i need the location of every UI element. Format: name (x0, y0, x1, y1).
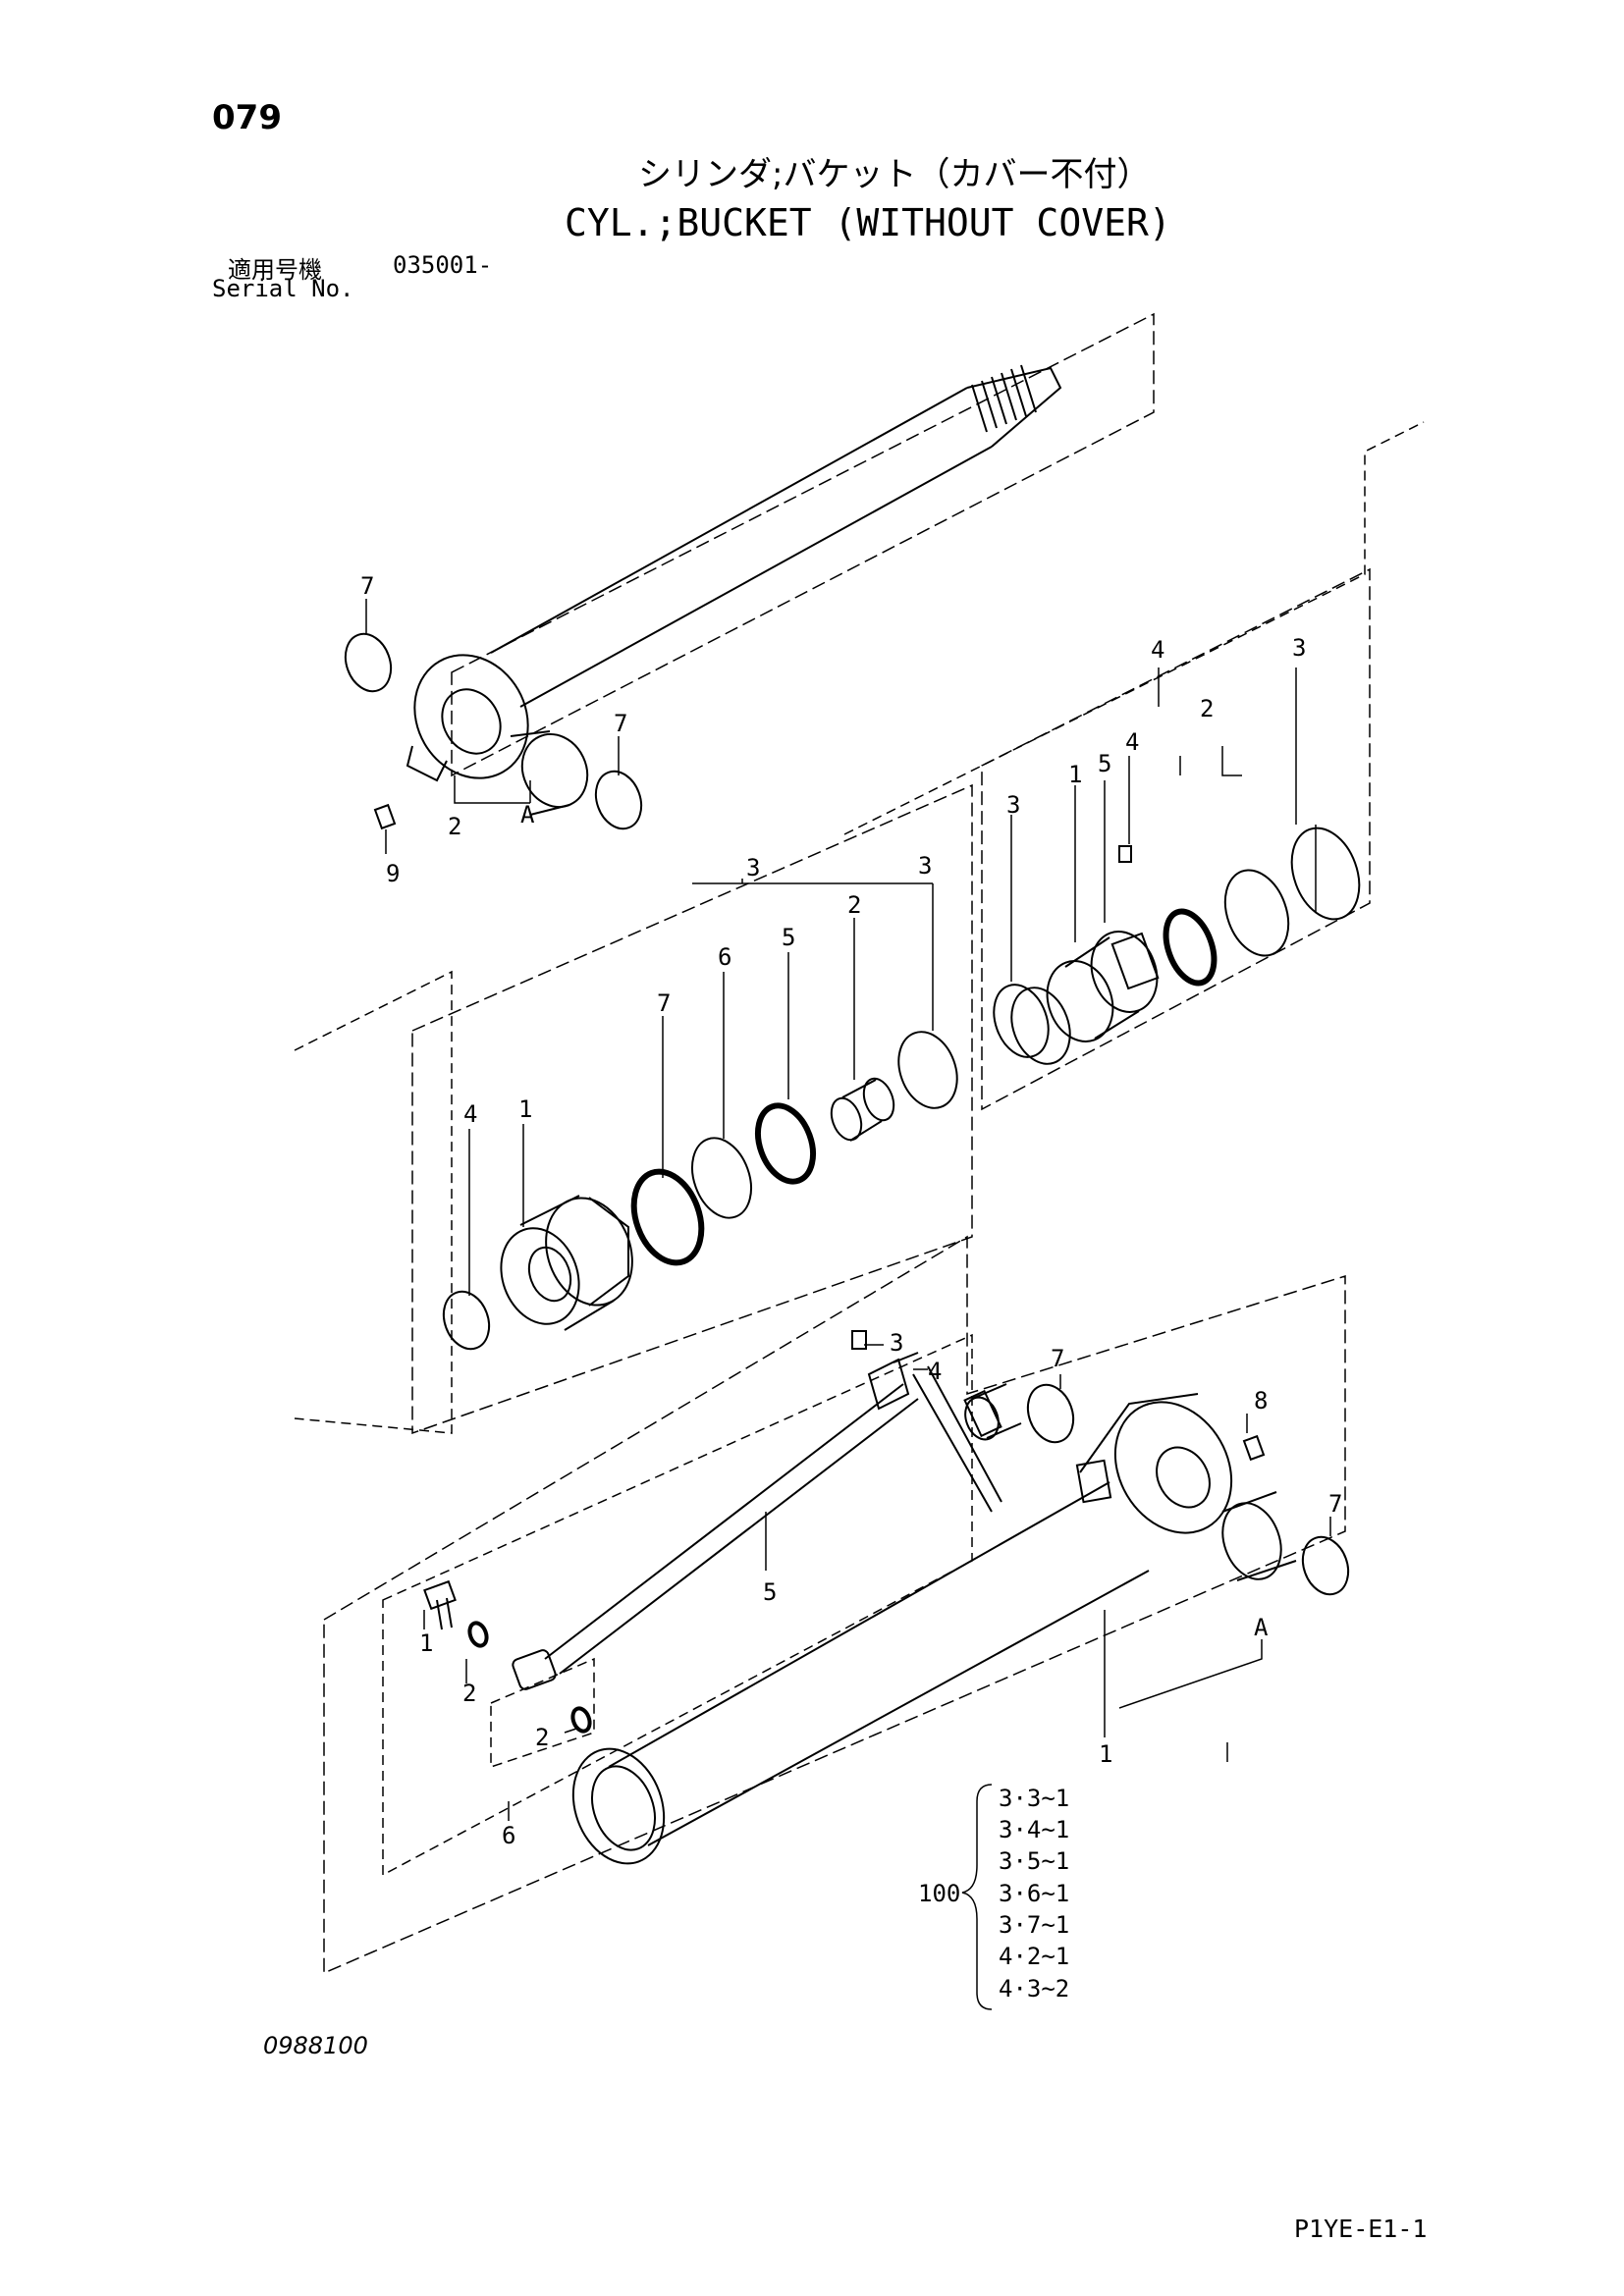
callout-head-backup-ring: 6 (718, 943, 731, 971)
callout-grease-fitting-tube: 8 (1254, 1387, 1268, 1415)
callout-cylinder-tube: 1 (1099, 1740, 1112, 1768)
piston-body (1046, 931, 1160, 1042)
seal-kit-item: 3·6~1 (999, 1880, 1069, 1907)
pipe-clamp (867, 1352, 919, 1411)
seal-kit-item: 3·4~1 (999, 1816, 1069, 1843)
pipe-group-box (382, 1333, 973, 1877)
piston-group-box (981, 567, 1371, 1111)
callout-pipe-screw: 3 (890, 1329, 903, 1357)
oring-upper (467, 1621, 489, 1648)
union-fitting (423, 1579, 457, 1630)
piston-rod-outline (406, 312, 1155, 816)
callout-piston-pin: 5 (1098, 750, 1111, 777)
seal-kit-item: 3·5~1 (999, 1847, 1069, 1875)
head-backup-ring (691, 1137, 752, 1219)
title-english: CYL.;BUCKET (WITHOUT COVER) (565, 201, 1171, 244)
callout-piston-group: 4 (1151, 636, 1164, 664)
head-assembly-outline (294, 970, 453, 1434)
tube-end-seal-top (1026, 1383, 1075, 1444)
callout-pipe-group: 6 (502, 1822, 515, 1849)
serial-number-range: 035001- (393, 251, 493, 279)
callout-oring-upper: 2 (462, 1680, 476, 1707)
callout-piston-wear-ring: 2 (1200, 695, 1214, 722)
callout-tube-bushing-group: A (1254, 1614, 1269, 1641)
callout-tube-end-seal-top: 7 (1051, 1345, 1064, 1372)
head-oring (754, 1102, 817, 1185)
piston-seal-ring-mid (1010, 987, 1071, 1065)
callout-head-dust-seal: 3 (918, 852, 932, 880)
piston-seal-ring-black (1163, 908, 1218, 987)
union-group-box (490, 1657, 595, 1769)
head-wiper-ring (442, 1290, 491, 1351)
tube-bushing (1221, 1491, 1297, 1581)
pipe-clamp-screw (851, 1330, 867, 1350)
callout-head-oring: 5 (782, 924, 795, 951)
seal-kit-number: 100 (918, 1880, 960, 1907)
seal-kit-item: 3·3~1 (999, 1785, 1069, 1812)
head-bushing (830, 1077, 895, 1142)
head-dust-seal (897, 1031, 958, 1109)
pipe-line (512, 1365, 1002, 1690)
callout-piston-body: 1 (1068, 761, 1082, 788)
piston-seal-ring-outer (1290, 827, 1361, 921)
head-oring-large (630, 1168, 705, 1266)
pipe-tube-bushing (964, 1383, 1022, 1441)
callout-rod-bushing: 2 (448, 813, 461, 840)
seal-kit-item: 3·7~1 (999, 1911, 1069, 1939)
grease-fitting-tube (1242, 1434, 1266, 1462)
seal-kit-item: 4·2~1 (999, 1943, 1069, 1970)
diagram-code: 0988100 (263, 2032, 368, 2059)
piston-group-outer-dash (843, 421, 1425, 835)
seal-kit-brace (961, 1784, 993, 2010)
callout-rod-bushing-group: A (520, 801, 535, 828)
page-number: 079 (212, 98, 282, 137)
seal-kit-item: 4·3~2 (999, 1975, 1069, 2002)
serial-label-english: Serial No. (212, 275, 354, 302)
piston-seal-ring-left (993, 984, 1050, 1058)
callout-rod-end-seal-top: 7 (360, 572, 374, 600)
callout-piston-seal-outer: 3 (1292, 634, 1306, 662)
tube-assembly-box (323, 1235, 1346, 1975)
callout-pipe-clamp: 4 (928, 1358, 942, 1385)
page-code: P1YE-E1-1 (1294, 2215, 1428, 2243)
callout-leaders (365, 599, 1331, 1821)
serial-label-japanese: 適用号機 (228, 256, 322, 284)
callout-grease-fitting-rod: 9 (386, 860, 400, 887)
piston-set-bolt (1118, 845, 1132, 863)
callout-union: 1 (419, 1629, 433, 1657)
callout-head-wiper: 4 (463, 1100, 477, 1128)
head-body (500, 1195, 633, 1331)
rod-end-seal-ring-right (594, 770, 643, 830)
head-group-box (411, 783, 973, 1435)
piston-wear-ring (1223, 869, 1290, 957)
rod-end-seal-ring-top (344, 632, 393, 693)
callout-piston-bolt: 4 (1125, 728, 1139, 756)
callout-pipe: 5 (763, 1578, 777, 1606)
callout-head-body: 1 (518, 1095, 532, 1123)
title-japanese: シリンダ;バケット（カバー不付） (638, 155, 1151, 194)
callout-head-group: 3 (746, 854, 760, 881)
cylinder-tube-body (571, 1393, 1233, 1865)
callout-piston-seal-mid: 3 (1006, 791, 1020, 819)
callout-oring-lower: 2 (535, 1724, 549, 1751)
callout-head-bushing: 2 (847, 891, 861, 919)
callout-rod-end-seal-right: 7 (614, 710, 627, 737)
grease-fitting-rod (373, 803, 397, 830)
callout-head-oring-large: 7 (657, 989, 671, 1017)
callout-tube-end-seal-right: 7 (1328, 1490, 1342, 1518)
oring-lower (570, 1706, 592, 1734)
tube-end-seal-right (1301, 1535, 1350, 1596)
